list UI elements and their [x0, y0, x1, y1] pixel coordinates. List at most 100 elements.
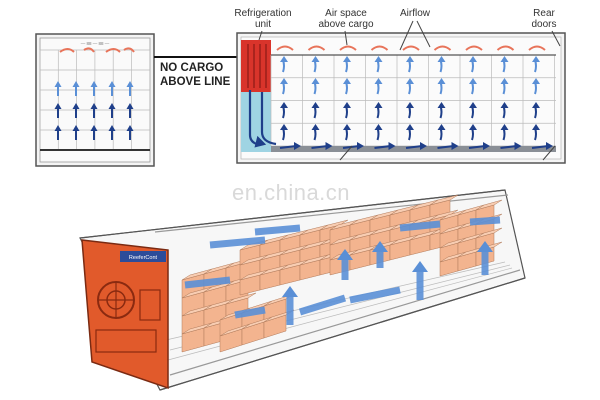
label-line: above cargo: [318, 19, 374, 30]
airflow-arrow-icon: [184, 276, 231, 289]
up-arrow-icon: [54, 81, 62, 96]
airflow-arrow-icon: [298, 294, 347, 316]
up-arrow-icon: [406, 78, 414, 95]
up-arrow-icon: [437, 102, 446, 119]
airflow-arrow-icon: [311, 142, 333, 150]
cargo-blocks: [181, 194, 503, 353]
airflow-arrow-icon: [279, 142, 301, 150]
up-arrow-icon: [374, 102, 383, 119]
watermark: en.china.cn: [232, 180, 351, 205]
up-arrow-icon: [72, 125, 80, 140]
up-arrow-icon: [126, 81, 134, 96]
up-arrow-icon: [108, 125, 116, 140]
up-arrow-icon: [469, 102, 477, 119]
airflow-arrow-icon: [405, 142, 427, 150]
no-cargo-callout: NO CARGO ABOVE LINE: [160, 61, 230, 89]
up-arrow-icon: [437, 78, 446, 95]
up-arrow-icon: [72, 81, 80, 96]
up-arrow-icon: [437, 56, 446, 73]
label-airflow: Airflow: [399, 8, 430, 19]
cargo-block: [279, 259, 309, 286]
label-line: Refrigeration: [234, 8, 292, 19]
up-arrow-icon: [500, 124, 509, 141]
up-arrow-icon: [500, 102, 509, 119]
curved-arrow-icon: [339, 45, 357, 51]
airflow-arrow-icon: [437, 142, 459, 150]
up-arrow-icon: [311, 56, 320, 73]
up-arrow-icon: [280, 102, 288, 119]
callout-line: ABOVE LINE: [160, 76, 231, 88]
curved-arrow-icon: [496, 45, 515, 51]
curved-arrow-icon: [276, 45, 294, 51]
label-line: unit: [254, 19, 272, 30]
up-arrow-icon: [469, 124, 477, 141]
label-line: Rear: [533, 8, 555, 19]
airflow-arrow-icon: [531, 142, 553, 150]
airflow-arrows: [184, 216, 501, 325]
airflow-arrow-icon: [469, 216, 501, 226]
top-diagrams: — 88 — 88 —: [35, 20, 566, 167]
up-arrow-icon: [90, 81, 98, 96]
end-view-arrows: [54, 81, 134, 140]
end-view-container: — 88 — 88 —: [35, 33, 155, 167]
callout-line: NO CARGO: [160, 62, 224, 74]
up-arrow-icon: [90, 103, 98, 118]
airflow-arrow-icon: [500, 142, 522, 150]
up-arrow-icon: [72, 103, 80, 118]
airflow-arrow-icon: [234, 306, 266, 319]
up-arrow-icon: [477, 241, 493, 275]
t-bar-floor: [271, 146, 556, 152]
up-arrow-icon: [406, 56, 414, 73]
container-3d-view: ReeferCont: [79, 189, 526, 391]
up-arrow-icon: [343, 78, 351, 95]
airflow-arrow-icon: [254, 224, 301, 236]
unit-brand-text: ReeferCont: [129, 255, 158, 261]
up-arrow-icon: [406, 124, 414, 141]
up-arrow-icon: [337, 249, 353, 280]
up-arrow-icon: [280, 56, 288, 73]
up-arrow-icon: [469, 56, 477, 73]
curved-arrow-icon: [528, 45, 546, 51]
up-arrow-icon: [532, 78, 540, 95]
airflow-arrow-icon: [209, 236, 266, 249]
curved-arrow-icon: [465, 45, 483, 51]
up-arrow-icon: [437, 124, 446, 141]
up-arrow-icon: [532, 124, 540, 141]
airflow-arrow-icon: [468, 142, 490, 150]
up-arrow-icon: [412, 261, 428, 300]
side-view-container: [236, 32, 566, 164]
up-arrow-icon: [469, 78, 477, 95]
up-arrow-icon: [108, 103, 116, 118]
up-arrow-icon: [280, 78, 288, 95]
up-arrow-icon: [311, 78, 320, 95]
side-view-arrows: [276, 45, 553, 150]
cargo-block: [241, 316, 273, 346]
airflow-arrow-icon: [374, 142, 396, 150]
up-arrow-icon: [126, 125, 134, 140]
cargo-block: [299, 254, 329, 281]
cargo-block: [457, 246, 485, 272]
up-arrow-icon: [311, 102, 320, 119]
curved-arrow-icon: [433, 45, 452, 51]
up-arrow-icon: [54, 125, 62, 140]
up-arrow-icon: [343, 124, 351, 141]
up-arrow-icon: [532, 102, 540, 119]
curved-arrow-icon: [402, 45, 420, 51]
airflow-arrow-icon: [399, 220, 441, 232]
end-view-panel-text: — 88 — 88 —: [81, 41, 110, 46]
up-arrow-icon: [90, 125, 98, 140]
up-arrow-icon: [126, 103, 134, 118]
airflow-arrow-icon: [349, 286, 401, 304]
up-arrow-icon: [406, 102, 414, 119]
label-refrigeration-unit: Refrigeration unit: [227, 8, 299, 30]
up-arrow-icon: [311, 124, 320, 141]
refrigeration-front-panel: ReeferCont: [81, 239, 169, 390]
up-arrow-icon: [500, 78, 509, 95]
up-arrow-icon: [343, 102, 351, 119]
cargo-block: [219, 323, 251, 353]
label-line: Air space: [325, 8, 367, 19]
up-arrow-icon: [372, 241, 388, 268]
up-arrow-icon: [374, 124, 383, 141]
up-arrow-icon: [54, 103, 62, 118]
up-arrow-icon: [108, 81, 116, 96]
